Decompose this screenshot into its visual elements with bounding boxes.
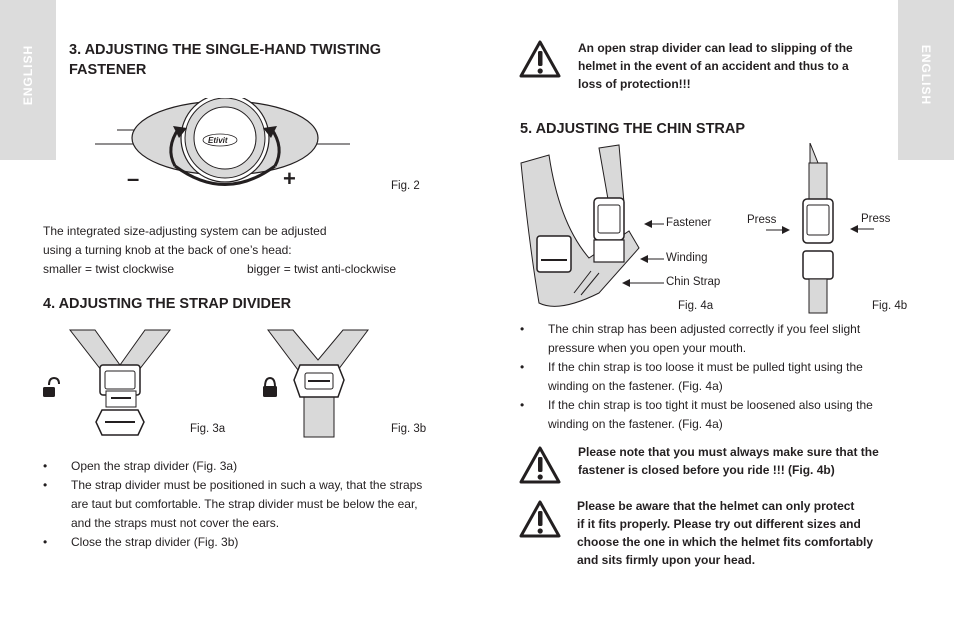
press-left-label: Press (747, 214, 777, 226)
fig3b-label: Fig. 3b (391, 423, 427, 435)
strap-divider-warning: An open strap divider can lead to slippi… (578, 39, 853, 93)
locked-padlock-icon (263, 376, 277, 397)
chin-strap-figure (520, 144, 640, 307)
warning-top-line3: loss of protection!!! (578, 77, 691, 91)
list-item: The strap divider must be positioned in … (43, 476, 438, 533)
list-item: If the chin strap is too tight it must b… (520, 396, 898, 434)
section5-title: 5. ADJUSTING THE CHIN STRAP (520, 121, 746, 137)
language-tab-left-label: ENGLISH (21, 44, 35, 106)
press-left-arrow-icon (766, 226, 790, 234)
clockwise-arrow-icon (263, 126, 277, 138)
warning-triangle-icon (519, 500, 561, 538)
language-tab-left: ENGLISH (0, 0, 56, 160)
minus-sign: – (127, 166, 139, 191)
section5-bullet-list: The chin strap has been adjusted correct… (520, 320, 898, 434)
section3-text-line1: The integrated size-adjusting system can… (43, 224, 327, 238)
list-item: Open the strap divider (Fig. 3a) (43, 457, 438, 476)
press-right-label: Press (861, 213, 891, 225)
section3-title: 3. ADJUSTING THE SINGLE-HAND TWISTING FA… (69, 40, 381, 80)
fig3a-label: Fig. 3a (190, 423, 226, 435)
warning-mid-line2: fastener is closed before you ride !!! (… (578, 463, 835, 477)
language-tab-right-label: ENGLISH (919, 44, 933, 106)
section4-bullet-list: Open the strap divider (Fig. 3a) The str… (43, 457, 438, 552)
warning-bottom-line1: Please be aware that the helmet can only… (577, 499, 855, 513)
winding-label: Winding (666, 252, 708, 264)
bigger-instruction: bigger = twist anti-clockwise (247, 262, 397, 276)
section3-text: The integrated size-adjusting system can… (43, 222, 327, 260)
fig4b-label: Fig. 4b (872, 300, 908, 312)
warning-top-line2: helmet in the event of an accident and t… (578, 59, 849, 73)
language-tab-right: ENGLISH (898, 0, 954, 160)
chin-strap-label: Chin Strap (666, 276, 721, 288)
warning-top-line1: An open strap divider can lead to slippi… (578, 41, 853, 55)
warning-bottom-line4: and sits firmly upon your head. (577, 553, 756, 567)
smaller-instruction: smaller = twist clockwise (43, 262, 175, 276)
fastener-arrow-icon (644, 220, 664, 228)
fastener-closed-warning: Please note that you must always make su… (578, 443, 879, 479)
section3-title-line2: FASTENER (69, 62, 147, 78)
warning-triangle-icon (519, 446, 561, 484)
section3-title-line1: 3. ADJUSTING THE SINGLE-HAND TWISTING (69, 42, 382, 58)
fig2-label: Fig. 2 (391, 180, 420, 192)
press-right-arrow-icon (850, 225, 874, 233)
helmet-fit-warning: Please be aware that the helmet can only… (577, 497, 873, 569)
plus-sign: + (283, 166, 296, 191)
warning-bottom-line3: choose the one in which the helmet fits … (577, 535, 874, 549)
fastener-label: Fastener (666, 217, 712, 229)
section3-text-line2: using a turning knob at the back of one’… (43, 243, 292, 257)
knob-brand-text: Etivit (208, 136, 228, 145)
closed-buckle-figure (802, 143, 834, 314)
strap-divider-closed-figure (263, 329, 369, 438)
counterclockwise-arrow-icon (173, 126, 187, 138)
strap-divider-open-figure (43, 329, 172, 436)
list-item: If the chin strap is too loose it must b… (520, 358, 898, 396)
twisting-fastener-figure: Etivit – + (95, 98, 350, 191)
winding-arrow-icon (640, 255, 664, 263)
fig4a-label: Fig. 4a (678, 300, 714, 312)
chin-strap-arrow-icon (622, 279, 664, 287)
warning-triangle-icon (519, 40, 561, 78)
warning-bottom-line2: if it fits properly. Please try out diff… (577, 517, 861, 531)
list-item: Close the strap divider (Fig. 3b) (43, 533, 438, 552)
unlocked-padlock-icon (43, 376, 60, 397)
list-item: The chin strap has been adjusted correct… (520, 320, 898, 358)
warning-mid-line1: Please note that you must always make su… (578, 445, 879, 459)
section4-title: 4. ADJUSTING THE STRAP DIVIDER (43, 296, 292, 312)
